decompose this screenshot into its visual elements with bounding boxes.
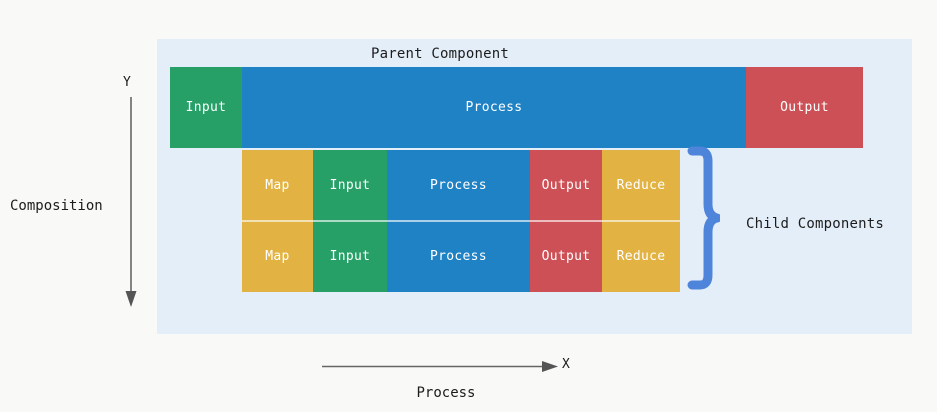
child-block-output: Output bbox=[530, 221, 602, 292]
child-block-reduce: Reduce bbox=[602, 150, 680, 221]
child-block-map: Map bbox=[242, 221, 313, 292]
parent-component-title: Parent Component bbox=[370, 46, 510, 62]
child-component-row: Map Input Process Output Reduce bbox=[242, 150, 680, 221]
parent-block-process: Process bbox=[242, 67, 746, 148]
parent-block-output: Output bbox=[746, 67, 863, 148]
child-block-map: Map bbox=[242, 150, 313, 221]
x-axis-tick-label: X bbox=[562, 357, 570, 372]
y-axis-tick-label: Y bbox=[123, 75, 131, 90]
curly-brace-icon bbox=[687, 146, 720, 290]
child-components-label: Child Components bbox=[746, 216, 885, 232]
child-block-input: Input bbox=[313, 221, 387, 292]
y-axis-title: Composition bbox=[10, 198, 103, 214]
child-block-output: Output bbox=[530, 150, 602, 221]
parent-block-input: Input bbox=[170, 67, 242, 148]
x-axis-title: Process bbox=[416, 385, 476, 401]
y-axis-arrow-icon bbox=[125, 97, 137, 307]
child-block-process: Process bbox=[387, 150, 530, 221]
child-block-reduce: Reduce bbox=[602, 221, 680, 292]
child-block-input: Input bbox=[313, 150, 387, 221]
child-block-process: Process bbox=[387, 221, 530, 292]
child-component-row: Map Input Process Output Reduce bbox=[242, 221, 680, 292]
x-axis-arrow-icon bbox=[322, 361, 558, 372]
child-row-divider bbox=[242, 220, 680, 222]
parent-component-row: Input Process Output bbox=[170, 67, 863, 148]
